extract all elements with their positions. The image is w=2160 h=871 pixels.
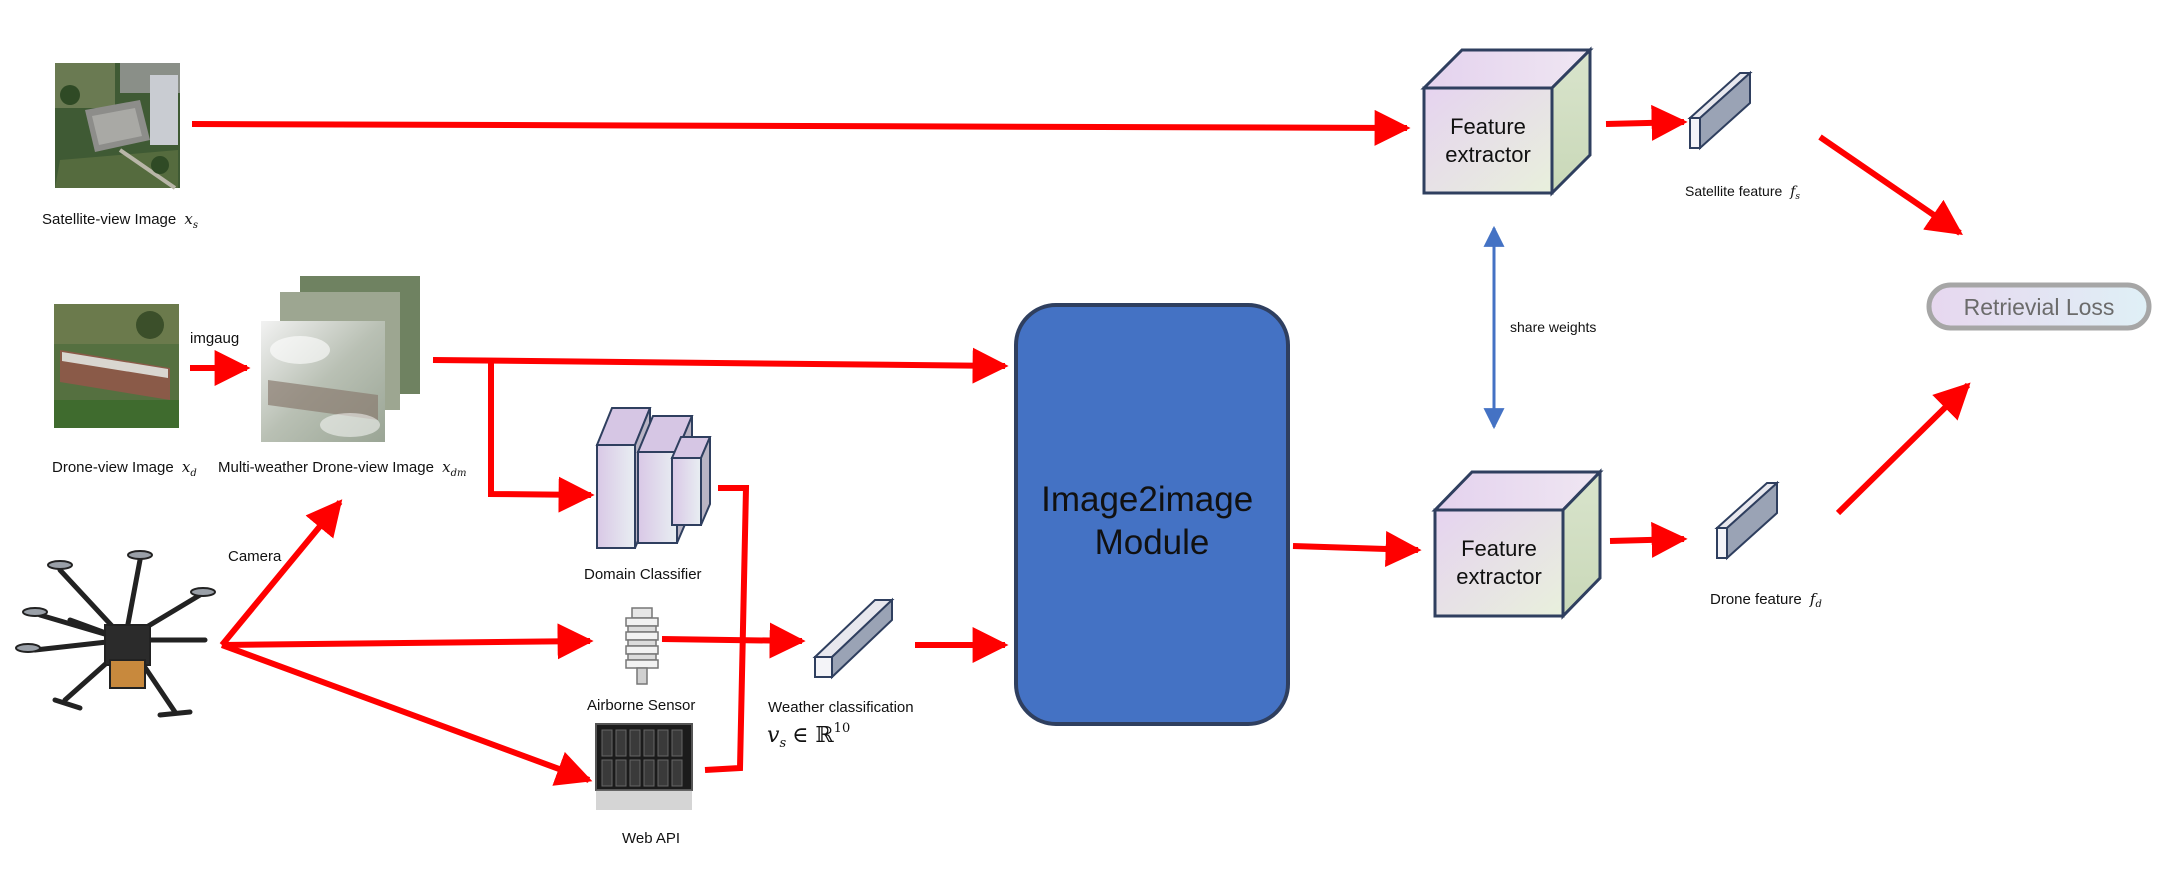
- domain-classifier-label: Domain Classifier: [584, 566, 702, 583]
- airborne-sensor-label: Airborne Sensor: [587, 697, 695, 714]
- web-api-label: Web API: [622, 830, 680, 847]
- feature-extractor-top-cube: [1420, 46, 1594, 197]
- drone-image-label: Drone-view Image: [52, 459, 174, 476]
- camera-label: Camera: [228, 548, 282, 565]
- octocopter-drone-icon: [15, 550, 216, 718]
- retrieval-loss-label: Retrievial Loss: [1964, 294, 2115, 320]
- imgaug-label: imgaug: [190, 330, 239, 347]
- arrow-satellite-to-extractor: [191, 109, 1411, 146]
- arrow-drone-feature-to-loss: [1835, 382, 1971, 516]
- arrow-drone-to-webapi: [220, 642, 593, 786]
- satellite-feature-icon: [1687, 70, 1753, 151]
- share-weights-label: share weights: [1510, 319, 1596, 335]
- satellite-image-label: Satellite-view Image: [42, 211, 176, 228]
- drone-feature-label: Drone feature: [1710, 591, 1802, 608]
- svg-text:Multi-weather Drone-view Image: Multi-weather Drone-view Image xdm: [218, 458, 466, 479]
- drone-feature-icon: [1714, 480, 1780, 561]
- image2image-module-label: Image2image Module: [1041, 480, 1263, 562]
- arrow-satellite-feature-to-loss: [1818, 134, 1963, 236]
- arrow-extractor-to-drone-feature: [1609, 521, 1688, 558]
- drone-photo-icon: [54, 304, 179, 428]
- flow-arrows: [190, 104, 1971, 786]
- arrow-stack-to-module: [432, 347, 1009, 384]
- svg-text:Satellite feature fs: Satellite feature fs: [1685, 183, 1800, 202]
- arrow-camera: [219, 499, 343, 647]
- feature-extractor-bottom-cube: [1431, 468, 1604, 620]
- arrow-sensor-to-vector: [661, 622, 806, 659]
- weather-vector-icon: [812, 597, 895, 680]
- svg-text:Drone feature fd: Drone feature fd: [1710, 590, 1822, 610]
- retrieval-loss-box: [1926, 282, 2152, 331]
- arrow-extractor-to-satellite-feature: [1605, 104, 1688, 141]
- svg-text:Drone-view Image xd: Drone-view Image xd: [52, 458, 197, 479]
- arrow-classifier-line: [704, 485, 750, 773]
- multi-weather-label: Multi-weather Drone-view Image: [218, 459, 434, 476]
- svg-text:Satellite-view Image xs: Satellite-view Image xs: [42, 210, 198, 231]
- arrow-stack-to-classifier: [488, 362, 595, 513]
- satellite-feature-label: Satellite feature: [1685, 183, 1782, 199]
- weather-vector-formula: vs∈ ℝ10: [767, 721, 850, 751]
- satellite-photo-icon: [55, 63, 180, 190]
- domain-classifier-icon: [595, 407, 712, 549]
- arrow-drone-to-sensor: [221, 623, 594, 660]
- server-rack-icon: [595, 723, 693, 810]
- weather-stack-icon: [261, 276, 420, 442]
- image2image-module-box: [1014, 303, 1290, 726]
- weather-sensor-icon: [625, 607, 659, 685]
- weather-classification-label: Weather classification: [768, 699, 914, 716]
- arrow-module-to-extractor: [1292, 530, 1422, 567]
